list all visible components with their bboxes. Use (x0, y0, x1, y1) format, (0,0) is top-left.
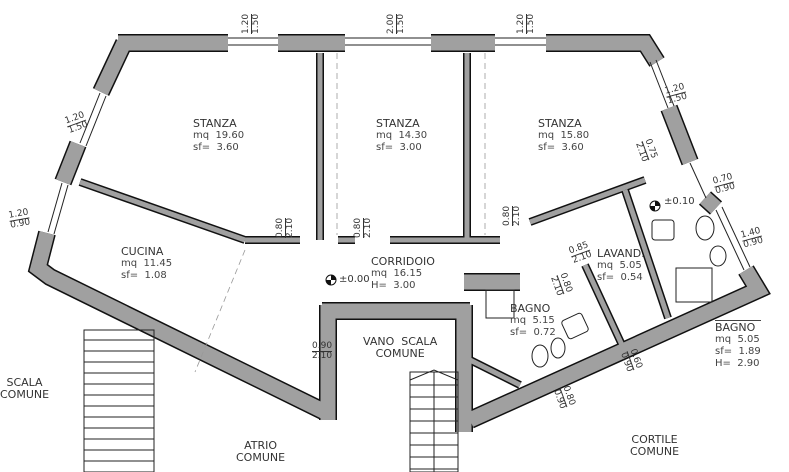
wall (29, 231, 329, 419)
room-sf: sf= 3.60 (538, 142, 584, 153)
level-markers (325, 200, 661, 286)
level-corridoio: ±0.00 (339, 274, 370, 285)
room-sf: sf= 0.54 (597, 272, 643, 283)
room-area: mq 14.30 (376, 130, 428, 141)
wall (546, 35, 664, 67)
label-cortile-comune: CORTILE COMUNE (630, 433, 680, 458)
wall (622, 189, 671, 319)
room-name: STANZA (193, 117, 237, 130)
wall (582, 263, 625, 347)
wall (79, 179, 246, 243)
stairs (83, 329, 459, 472)
opening-height: 1.50 (251, 13, 261, 34)
room-area: mq 19.60 (193, 130, 245, 141)
room-area: mq 15.80 (538, 130, 590, 141)
room-area: mq 16.15 (371, 268, 423, 279)
windows (47, 37, 751, 271)
room-sf: sf= 1.08 (121, 270, 167, 281)
partitions (194, 53, 486, 373)
room-sf: sf= 1.89 (715, 346, 761, 357)
wall (662, 105, 697, 165)
room-name: CUCINA (121, 245, 164, 258)
room-name: BAGNO (715, 321, 756, 334)
room-height: H= 3.00 (371, 280, 416, 291)
room-area: mq 11.45 (121, 258, 173, 269)
room-area: mq 5.15 (510, 315, 555, 326)
room-height: H= 2.90 (715, 358, 760, 369)
fixtures (485, 215, 727, 368)
label-atrio-comune: ATRIO COMUNE (236, 439, 286, 464)
wall (468, 357, 522, 388)
room-name: CORRIDOIO (371, 255, 435, 268)
room-name: BAGNO (510, 302, 551, 315)
wall (94, 39, 131, 96)
label-scala-comune: SCALA COMUNE (0, 376, 50, 401)
wall (529, 177, 646, 225)
room-name: STANZA (538, 117, 582, 130)
wall (56, 141, 85, 185)
opening-height: 2.10 (363, 217, 373, 238)
opening-height: 1.50 (526, 13, 536, 34)
room-sf: sf= 3.60 (193, 142, 239, 153)
room-name: STANZA (376, 117, 420, 130)
label-vano-scala: VANO SCALA COMUNE (363, 335, 438, 360)
room-area: mq 5.05 (597, 260, 642, 271)
room-sf: sf= 0.72 (510, 327, 556, 338)
opening-height: 2.10 (512, 205, 522, 226)
room-sf: sf= 3.00 (376, 142, 422, 153)
opening-width: 0.90 (312, 341, 333, 352)
opening-height: 2.10 (312, 351, 333, 361)
opening-height: 1.50 (396, 13, 406, 34)
walls (27, 34, 771, 432)
wall (699, 192, 722, 214)
opening-height: 2.10 (285, 217, 295, 238)
wall (466, 266, 769, 427)
room-area: mq 5.05 (715, 334, 760, 345)
room-name: LAVAND. (597, 247, 645, 260)
level-bagno: ±0.10 (664, 196, 695, 207)
